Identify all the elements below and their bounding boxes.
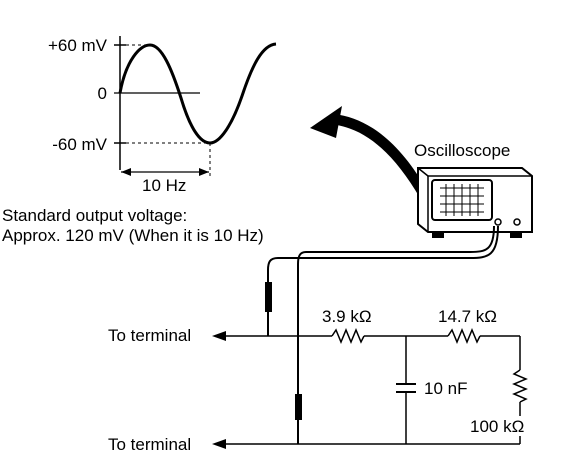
y-axis-label-zero: 0 [98,84,107,103]
note-line-1: Standard output voltage: [2,206,187,225]
waveform-graph: +60 mV 0 -60 mV 10 Hz [48,36,277,195]
probe-cable-outer [267,225,499,336]
terminal-label-bottom: To terminal [108,435,191,454]
oscilloscope-input-jack-icon [494,218,502,226]
y-axis-label-top: +60 mV [48,36,108,55]
curved-arrow-icon [328,114,428,198]
y-axis-label-bottom: -60 mV [52,135,107,154]
resistor-3-9k-label: 3.9 kΩ [322,307,372,326]
resistor-100k-symbol [512,369,528,403]
resistor-3-9k-symbol [331,328,365,344]
oscilloscope-label: Oscilloscope [414,141,510,160]
oscilloscope-foot-left [432,232,444,238]
output-voltage-note: Standard output voltage: Approx. 120 mV … [2,206,264,245]
terminal-arrow-top-icon [212,331,226,341]
probe-clip-signal [265,282,272,312]
resistor-14-7k-label: 14.7 kΩ [438,307,497,326]
resistor-14-7k-symbol [447,328,481,344]
oscilloscope-body-edge [417,167,429,177]
oscilloscope-knob-icon [513,218,521,226]
curved-arrow-head-icon [310,106,342,138]
display-arrow [310,106,428,198]
probe-cables [265,225,499,444]
probe-clip-ground [295,394,302,420]
capacitor-label: 10 nF [424,379,467,398]
oscilloscope-foot-right [510,232,522,238]
oscilloscope: Oscilloscope [414,141,533,238]
period-arrow-left-icon [121,168,131,176]
probe-cable-inner [297,225,495,444]
terminal-arrow-bottom-icon [212,439,226,449]
measurement-circuit [212,328,528,449]
resistor-100k-label: 100 kΩ [470,417,524,436]
oscilloscope-screen-grid [440,184,484,216]
note-line-2: Approx. 120 mV (When it is 10 Hz) [2,226,264,245]
period-label: 10 Hz [142,176,186,195]
circuit-labels: To terminal To terminal 3.9 kΩ 14.7 kΩ 1… [108,307,524,454]
terminal-label-top: To terminal [108,326,191,345]
period-arrow-right-icon [199,168,209,176]
sine-wave-trace [118,42,277,145]
